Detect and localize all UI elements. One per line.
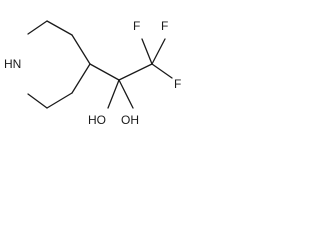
cf3-group — [141, 38, 173, 79]
bond-c5-c6 — [46, 92, 73, 109]
diol-group — [107, 63, 153, 109]
chemical-structure: HN F F F HO OH — [4, 19, 181, 127]
bond-c-o-right — [118, 79, 134, 109]
atom-label-oh-left: HO — [88, 113, 106, 127]
piperidine-ring — [27, 20, 91, 109]
bond-cf3-f-right — [151, 63, 173, 79]
atom-label-f-top-right: F — [161, 19, 168, 33]
bond-c-cf3 — [118, 63, 153, 81]
bond-c3-c4 — [71, 34, 91, 65]
bond-c6-n — [27, 93, 48, 109]
bond-cf3-f-top-right — [151, 38, 166, 65]
atom-label-nh: HN — [4, 57, 21, 71]
atom-label-f-top-left: F — [133, 19, 140, 33]
bond-cf3-f-top-left — [141, 38, 153, 65]
atom-label-oh-right: OH — [121, 113, 139, 127]
bond-c4-c5 — [71, 63, 91, 94]
bond-c-o-left — [107, 79, 120, 109]
bond-c2-c3 — [46, 20, 73, 36]
bond-c4-diol-carbon — [89, 63, 120, 81]
bond-n-c2 — [27, 20, 48, 35]
atom-label-f-right: F — [174, 77, 181, 91]
